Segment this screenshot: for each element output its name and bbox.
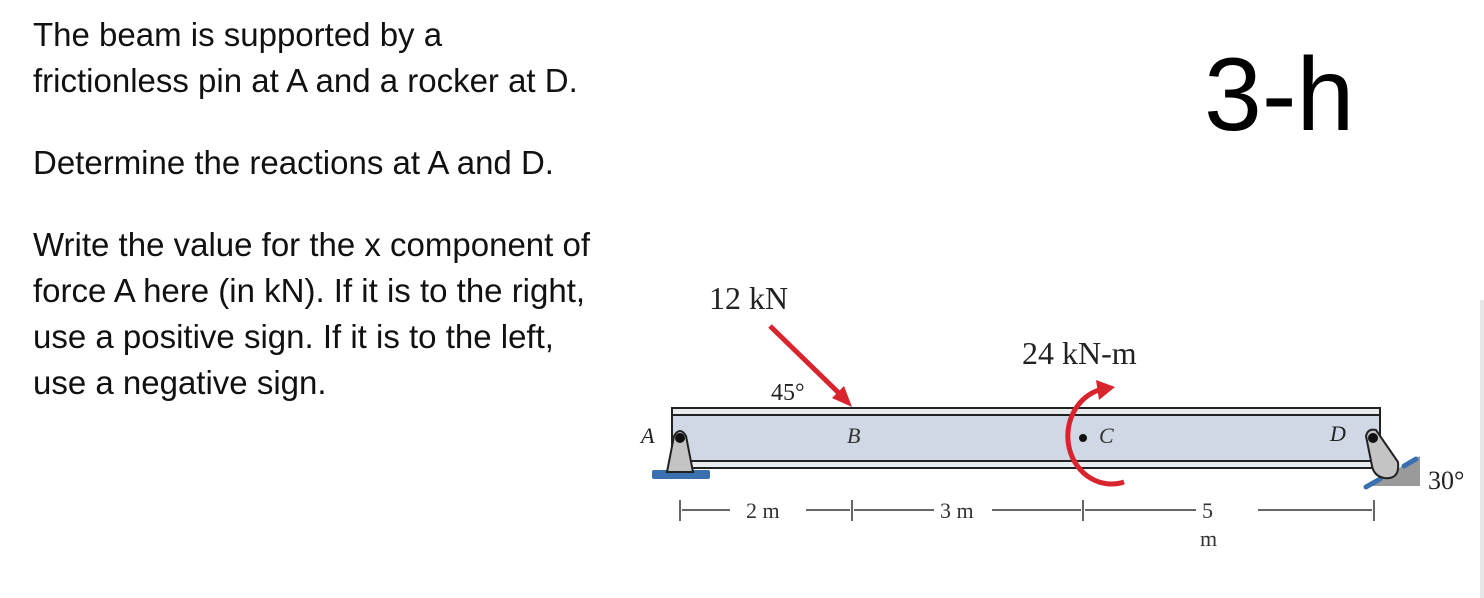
problem-paragraph-task: Determine the reactions at A and D. [33, 144, 554, 181]
dimension-cd-value: 5 [1202, 498, 1213, 523]
force-arrow-icon [768, 324, 850, 404]
rocker-support-icon [1363, 428, 1420, 490]
label-point-a: A [639, 423, 655, 448]
problem-paragraph-supports: The beam is supported by a frictionless … [33, 16, 578, 99]
dimension-lines [679, 500, 1375, 521]
moment-arrow-icon [1065, 387, 1125, 487]
label-point-d: D [1329, 421, 1346, 446]
label-point-c: C [1099, 423, 1114, 448]
pin-support-icon [652, 430, 710, 479]
dimension-cd-unit: m [1200, 526, 1217, 551]
problem-statement: The beam is supported by a frictionless … [33, 12, 593, 442]
force-angle-label: 45° [771, 380, 805, 406]
beam [671, 407, 1381, 469]
point-c-dot [1079, 434, 1087, 442]
force-label: 12 kN [709, 280, 788, 316]
problem-paragraph-instructions: Write the value for the x component of f… [33, 226, 591, 401]
moment-label: 24 kN-m [1022, 335, 1137, 371]
problem-number: 3-h [1204, 37, 1355, 153]
label-point-b: B [847, 423, 860, 448]
dimension-bc: 3 m [940, 498, 974, 523]
rocker-angle-label: 30° [1428, 466, 1464, 495]
right-edge-border [1480, 300, 1484, 598]
dimension-ab: 2 m [746, 498, 780, 523]
